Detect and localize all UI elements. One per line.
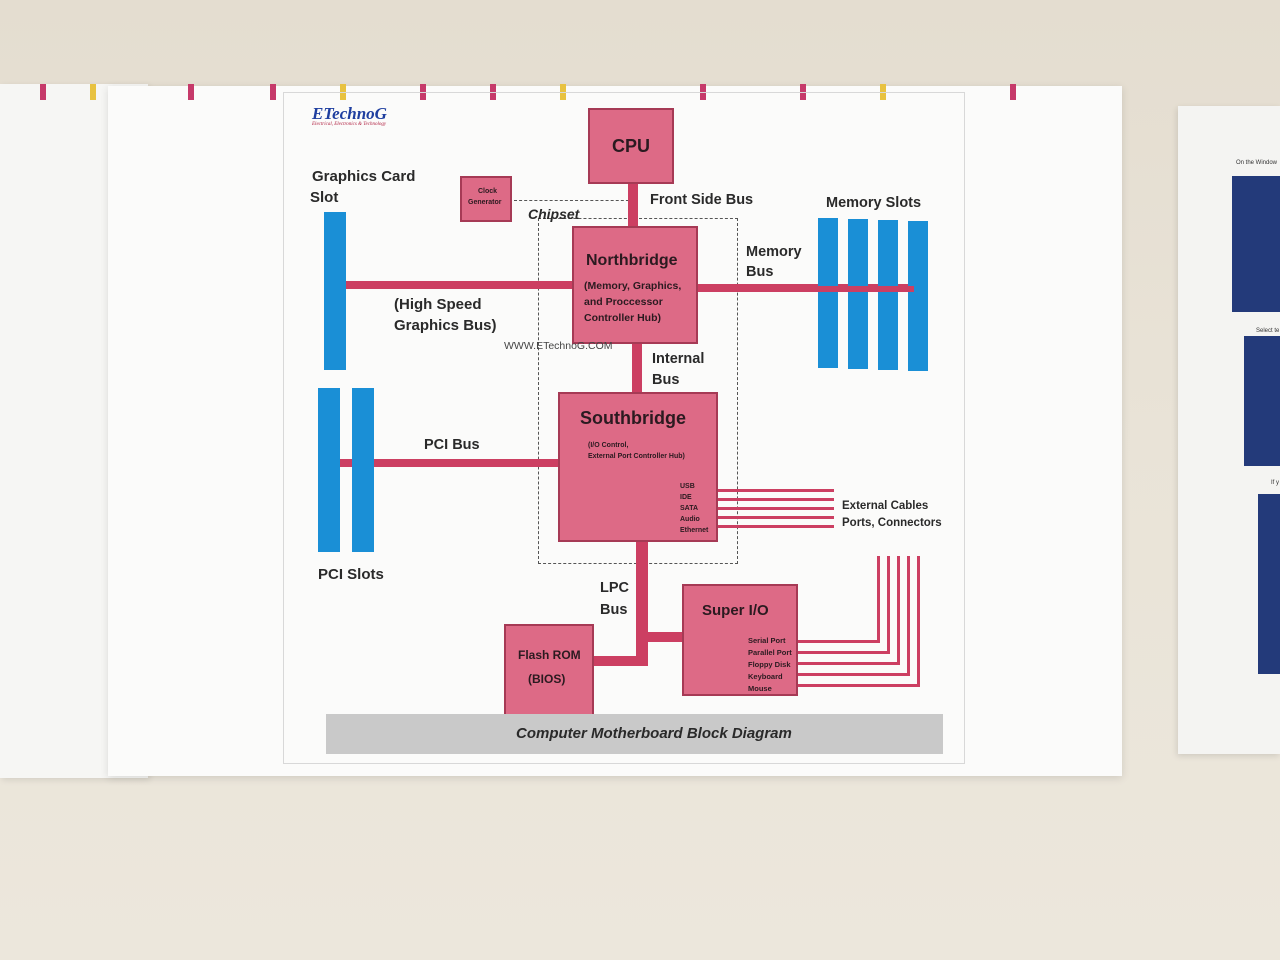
memory-bus-line: [696, 284, 910, 292]
northbridge-block: Northbridge (Memory, Graphics, and Procc…: [572, 226, 698, 344]
cpu-block: CPU: [588, 108, 674, 184]
southbridge-title: Southbridge: [580, 408, 686, 428]
external-cables-label: Ports, Connectors: [842, 517, 942, 529]
graphics-card-slot-label: Graphics Card: [312, 168, 416, 185]
graphics-bus-line: [344, 281, 574, 289]
superio-port-line: [796, 662, 900, 665]
graphics-bus-label: (High Speed: [394, 296, 482, 313]
memory-bus-label: Memory: [746, 244, 802, 260]
chipset-label: Chipset: [528, 206, 580, 222]
port-line: [716, 516, 834, 519]
port-ide: IDE: [680, 494, 692, 501]
superio-port-line: [877, 556, 880, 643]
port-ethernet: Ethernet: [680, 527, 709, 534]
internal-bus-label: Internal: [652, 351, 705, 367]
front-side-bus-line: [628, 180, 638, 228]
clock-generator-block: Clock Generator: [460, 176, 512, 222]
lpc-bus-line: [636, 538, 648, 662]
external-cables-label: External Cables: [842, 500, 929, 512]
right-poster-screenshot: [1244, 336, 1280, 466]
tape-mark: [40, 84, 46, 100]
superio-port-line: [917, 556, 920, 687]
internal-bus-label: Bus: [652, 372, 680, 388]
clock-label: Clock: [478, 188, 498, 195]
brand-tagline: Electrical, Electronics & Technology: [312, 122, 387, 127]
memory-slots-label: Memory Slots: [826, 195, 922, 211]
flash-rom-label: Flash ROM: [518, 648, 581, 662]
southbridge-block: Southbridge (I/O Control, External Port …: [558, 392, 718, 542]
right-poster-edge: On the Window Select te If y: [1178, 106, 1280, 754]
port-audio: Audio: [680, 516, 700, 523]
superio-port-line: [796, 684, 920, 687]
northbridge-title: Northbridge: [586, 252, 678, 269]
port-floppy: Floppy Disk: [748, 660, 791, 669]
port-line: [716, 507, 834, 510]
cpu-label: CPU: [612, 136, 651, 156]
front-side-bus-label: Front Side Bus: [650, 192, 754, 208]
port-line: [716, 525, 834, 528]
graphics-card-slot: [324, 212, 346, 370]
port-sata: SATA: [680, 505, 699, 512]
memory-slot: [908, 221, 928, 371]
port-parallel: Parallel Port: [748, 648, 792, 657]
superio-block: Super I/O Serial Port Parallel Port Flop…: [682, 584, 798, 696]
graphics-card-slot-label: Slot: [310, 189, 339, 206]
superio-port-line: [907, 556, 910, 676]
lpc-bus-label: Bus: [600, 602, 628, 618]
flash-rom-block: Flash ROM (BIOS): [504, 624, 594, 716]
northbridge-desc: (Memory, Graphics,: [584, 280, 682, 292]
diagram-frame: [283, 92, 965, 764]
memory-slot: [878, 220, 898, 370]
memory-slot: [848, 219, 868, 369]
bios-link-line: [592, 656, 648, 666]
right-poster-screenshot: [1258, 494, 1280, 674]
superio-port-line: [897, 556, 900, 665]
internal-bus-line: [632, 342, 642, 394]
superio-port-line: [887, 556, 890, 654]
port-keyboard: Keyboard: [748, 672, 783, 681]
superio-port-line: [796, 673, 910, 676]
diagram-title: Computer Motherboard Block Diagram: [516, 725, 792, 742]
port-line: [716, 489, 834, 492]
right-poster-text: On the Window: [1236, 160, 1278, 166]
website-watermark: WWW.ETechnoG.COM: [504, 340, 613, 352]
memory-bus-line: [818, 286, 914, 292]
port-serial: Serial Port: [748, 636, 786, 645]
port-mouse: Mouse: [748, 684, 772, 693]
tape-mark: [188, 84, 194, 100]
brand-logo: ETechnoG: [312, 104, 387, 123]
bios-label: (BIOS): [528, 672, 566, 686]
tape-mark: [1010, 84, 1016, 100]
superio-link-line: [646, 632, 686, 642]
pci-slots-label: PCI Slots: [318, 566, 384, 583]
memory-slot: [818, 218, 838, 368]
southbridge-desc: (I/O Control,: [588, 442, 629, 449]
clock-link: [514, 200, 634, 201]
northbridge-desc: Controller Hub): [584, 312, 661, 324]
right-poster-screenshot: [1232, 176, 1280, 312]
pci-bus-line: [340, 459, 560, 467]
pci-slot: [352, 388, 374, 552]
superio-port-line: [796, 651, 890, 654]
memory-bus-label: Bus: [746, 264, 774, 280]
graphics-bus-label: Graphics Bus): [394, 317, 497, 334]
tape-mark: [270, 84, 276, 100]
tape-mark: [90, 84, 96, 100]
southbridge-desc: External Port Controller Hub): [588, 453, 685, 460]
superio-port-line: [796, 640, 880, 643]
pci-slot: [318, 388, 340, 552]
lpc-bus-label: LPC: [600, 580, 629, 596]
clock-label: Generator: [468, 199, 502, 206]
northbridge-desc: and Proccessor: [584, 296, 663, 308]
port-line: [716, 498, 834, 501]
right-poster-text: Select te: [1256, 328, 1280, 334]
superio-title: Super I/O: [702, 602, 769, 619]
pci-bus-label: PCI Bus: [424, 437, 480, 453]
port-usb: USB: [680, 483, 695, 490]
right-poster-text: If y: [1271, 480, 1280, 486]
diagram-title-bar: Computer Motherboard Block Diagram: [326, 714, 943, 754]
